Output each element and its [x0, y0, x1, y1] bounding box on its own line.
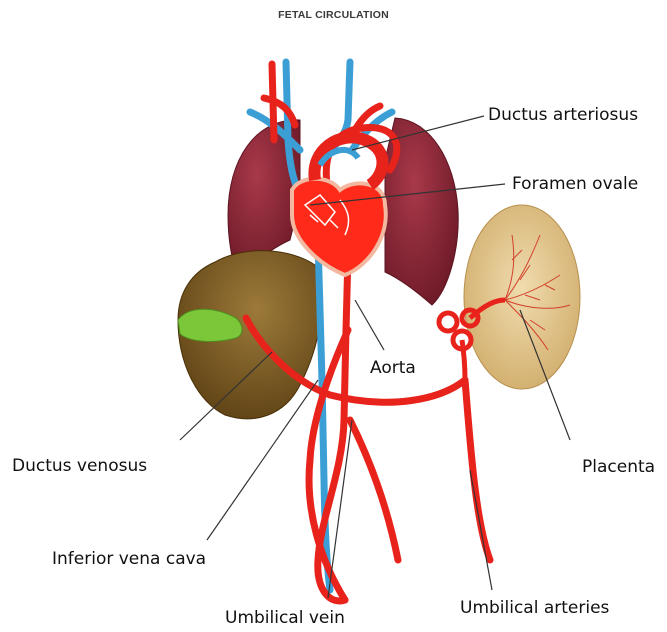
label-inferior-vena-cava: Inferior vena cava [52, 549, 206, 569]
label-ductus-arteriosus: Ductus arteriosus [488, 105, 638, 125]
label-umbilical-arteries: Umbilical arteries [460, 598, 609, 618]
label-placenta: Placenta [582, 457, 655, 477]
placenta-disc [464, 205, 580, 389]
label-ductus-venosus: Ductus venosus [12, 456, 147, 476]
leader-aorta [355, 300, 384, 350]
label-foramen-ovale: Foramen ovale [512, 174, 638, 194]
label-umbilical-vein: Umbilical vein [225, 608, 345, 628]
label-aorta: Aorta [370, 358, 416, 378]
leader-umbilical-arteries [470, 470, 492, 590]
